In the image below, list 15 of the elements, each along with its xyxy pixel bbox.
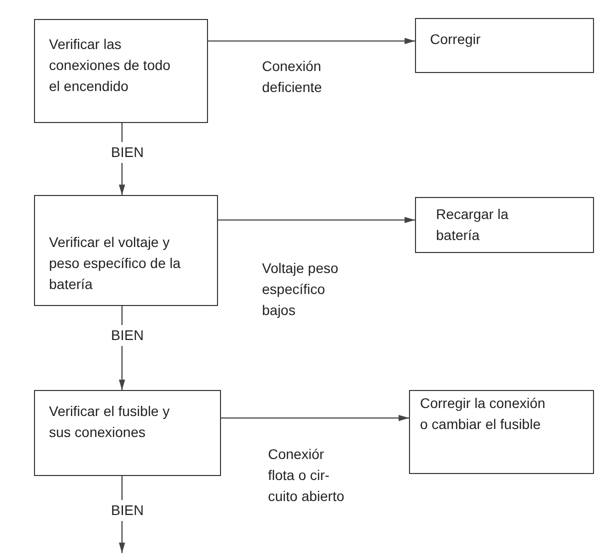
box-text: Verificar el fusible y sus conexiones <box>49 402 171 442</box>
box-text: Corregir <box>430 30 482 49</box>
arrow <box>218 216 415 224</box>
process-box <box>415 18 594 73</box>
arrow <box>208 38 415 44</box>
process-box <box>415 197 594 253</box>
process-box <box>409 390 594 474</box>
arrow <box>221 414 409 422</box>
box-text: Verificar el voltaje y peso específico de la batería <box>49 233 182 294</box>
process-box <box>34 195 218 306</box>
process-box <box>34 390 221 476</box>
box-text: Verificar las conexiones de todo el encendido <box>49 35 172 96</box>
box-text: Recargar la batería <box>436 205 510 245</box>
box-text: Corregir la conexión o cambiar el fusible <box>420 394 546 434</box>
process-box <box>34 19 208 123</box>
